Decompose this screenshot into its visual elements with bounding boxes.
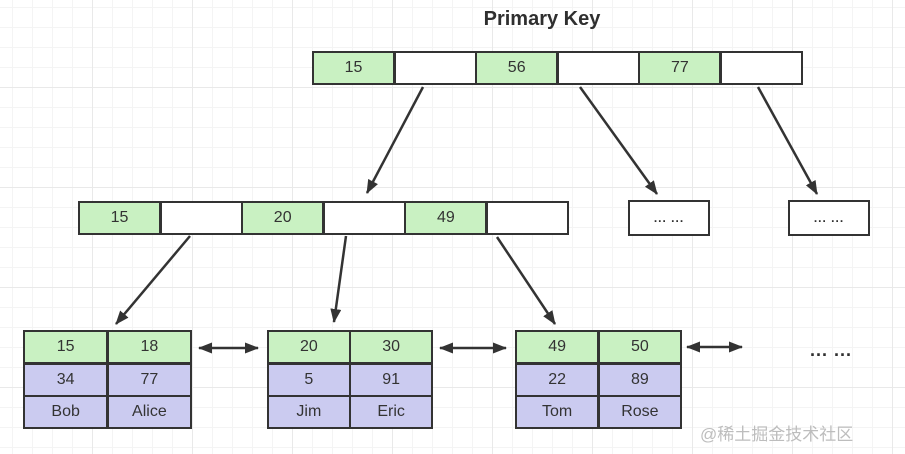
root-key-cell: 56 (477, 53, 557, 83)
leaf-data-cell: 89 (599, 364, 680, 395)
internal-pointer-cell (324, 203, 404, 233)
leaf-table-3: 49 50 22 89 Tom Rose (515, 330, 682, 429)
leaf-ellipsis-text: ... ... (809, 340, 852, 360)
arrow-root-to-ellipsis-node-2 (756, 86, 819, 195)
leaf-data-cell: Eric (351, 397, 431, 427)
leaf-key-cell: 15 (25, 332, 107, 362)
leaf-table-2: 20 30 5 91 Jim Eric (267, 330, 433, 429)
leaf-data-cell: 5 (269, 364, 349, 395)
leaf-data-cell: 91 (351, 364, 431, 395)
watermark-text: @稀土掘金技术社区 (700, 425, 854, 444)
leaf-table-1: 15 18 34 77 Bob Alice (23, 330, 192, 429)
leaf-key-cell: 30 (351, 332, 431, 362)
leaf-data-cell: Rose (599, 397, 680, 427)
root-key-cell: 77 (640, 53, 720, 83)
leaf-data-cell: Tom (517, 397, 598, 427)
internal-key-cell: 15 (80, 203, 160, 233)
root-node: 15 56 77 (312, 51, 803, 85)
arrow-internal-to-leaf-3 (495, 236, 557, 325)
internal-key-cell: 49 (406, 203, 486, 233)
leaf-data-cell: 77 (108, 364, 190, 395)
leaf-data-cell: Alice (108, 397, 190, 427)
leaf-data-cell: Jim (269, 397, 349, 427)
leaf-data-cell: 34 (25, 364, 107, 395)
root-pointer-cell (558, 53, 638, 83)
internal-node: 15 20 49 (78, 201, 569, 235)
ellipsis-node-2: ... ... (788, 200, 870, 236)
internal-key-cell: 20 (243, 203, 323, 233)
internal-pointer-cell (487, 203, 567, 233)
ellipsis-node-1: ... ... (628, 200, 710, 236)
arrow-root-to-ellipsis-node-1 (578, 86, 659, 195)
root-pointer-cell (721, 53, 801, 83)
diagram-title: Primary Key (483, 8, 601, 30)
leaf-key-cell: 20 (269, 332, 349, 362)
arrow-internal-to-leaf-1 (115, 235, 191, 325)
internal-pointer-cell (161, 203, 241, 233)
leaf-key-cell: 49 (517, 332, 598, 362)
leaf-data-cell: 22 (517, 364, 598, 395)
arrow-internal-to-leaf-2 (330, 235, 348, 323)
leaf-key-cell: 50 (599, 332, 680, 362)
root-pointer-cell (395, 53, 475, 83)
root-key-cell: 15 (314, 53, 394, 83)
leaf-data-cell: Bob (25, 397, 107, 427)
leaf-key-cell: 18 (108, 332, 190, 362)
arrow-root-to-internal-node (365, 86, 425, 194)
